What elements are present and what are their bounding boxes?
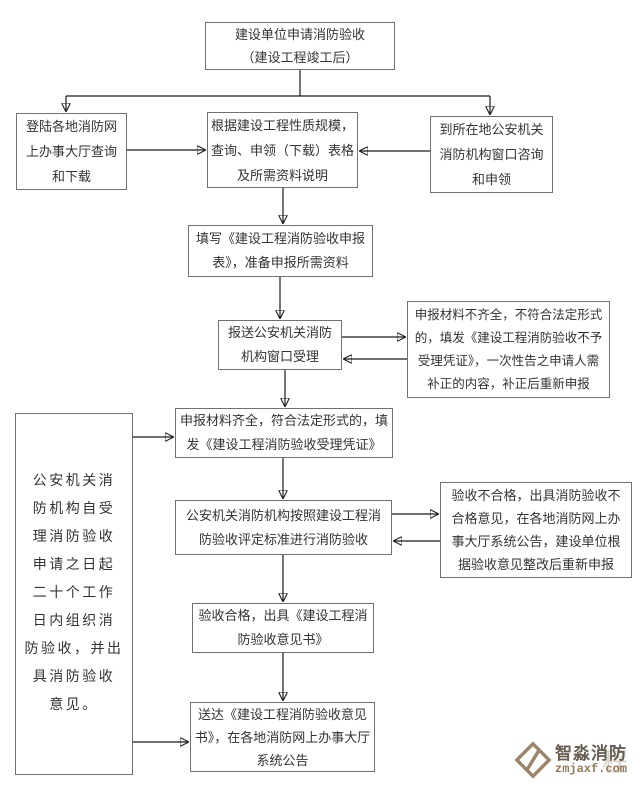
node-conduct-inspection: 公安机关消防机构按照建设工程消 防验收评定标准进行消防验收 [175,500,392,555]
node-deliver-opinion: 送达《建设工程消防验收意见 书》，在各地消防网上办事大厅 系统公告 [190,702,375,772]
node-login-fire-website: 登陆各地消防网 上办事大厅查询 和下载 [16,113,127,190]
node-query-download-forms: 根据建设工程性质规模， 查询、申领（下载）表格 及所需资料说明 [207,112,358,188]
note-twenty-working-days: 公安机关消 防机构自受 理消防验收 申请之日起 二十个工作 日内组织消 防验收，… [15,413,133,775]
node-materials-incomplete: 申报材料不齐全，不符合法定形式 的，填发《建设工程消防验收不予 受理凭证》，一次… [407,301,610,398]
node-consult-window: 到所在地公安机关 消防机构窗口咨询 和申领 [430,116,553,193]
watermark: 程 智淼消防 zmjaxf.com [514,740,640,786]
node-fill-application: 填写《建设工程消防验收申报 表》，准备申报所需资料 [188,225,373,277]
node-inspection-failed: 验收不合格，出具消防验收不 合格意见，在各地消防网上办 事大厅系统公告，建设单位… [440,482,632,578]
node-apply-inspection: 建设单位申请消防验收 （建设工程竣工后） [205,22,395,70]
node-submit-to-window: 报送公安机关消防 机构窗口受理 [218,320,342,370]
zhimiao-logo-icon [514,741,552,779]
watermark-brand-text: 智淼消防 [555,743,627,763]
watermark-ghost-text: 程 [602,748,629,777]
watermark-url-text: zmjaxf.com [555,761,628,776]
node-inspection-passed: 验收合格，出具《建设工程消 防验收意见书》 [192,603,374,653]
node-materials-complete: 申报材料齐全，符合法定形式的，填 发《建设工程消防验收受理凭证》 [175,408,393,458]
